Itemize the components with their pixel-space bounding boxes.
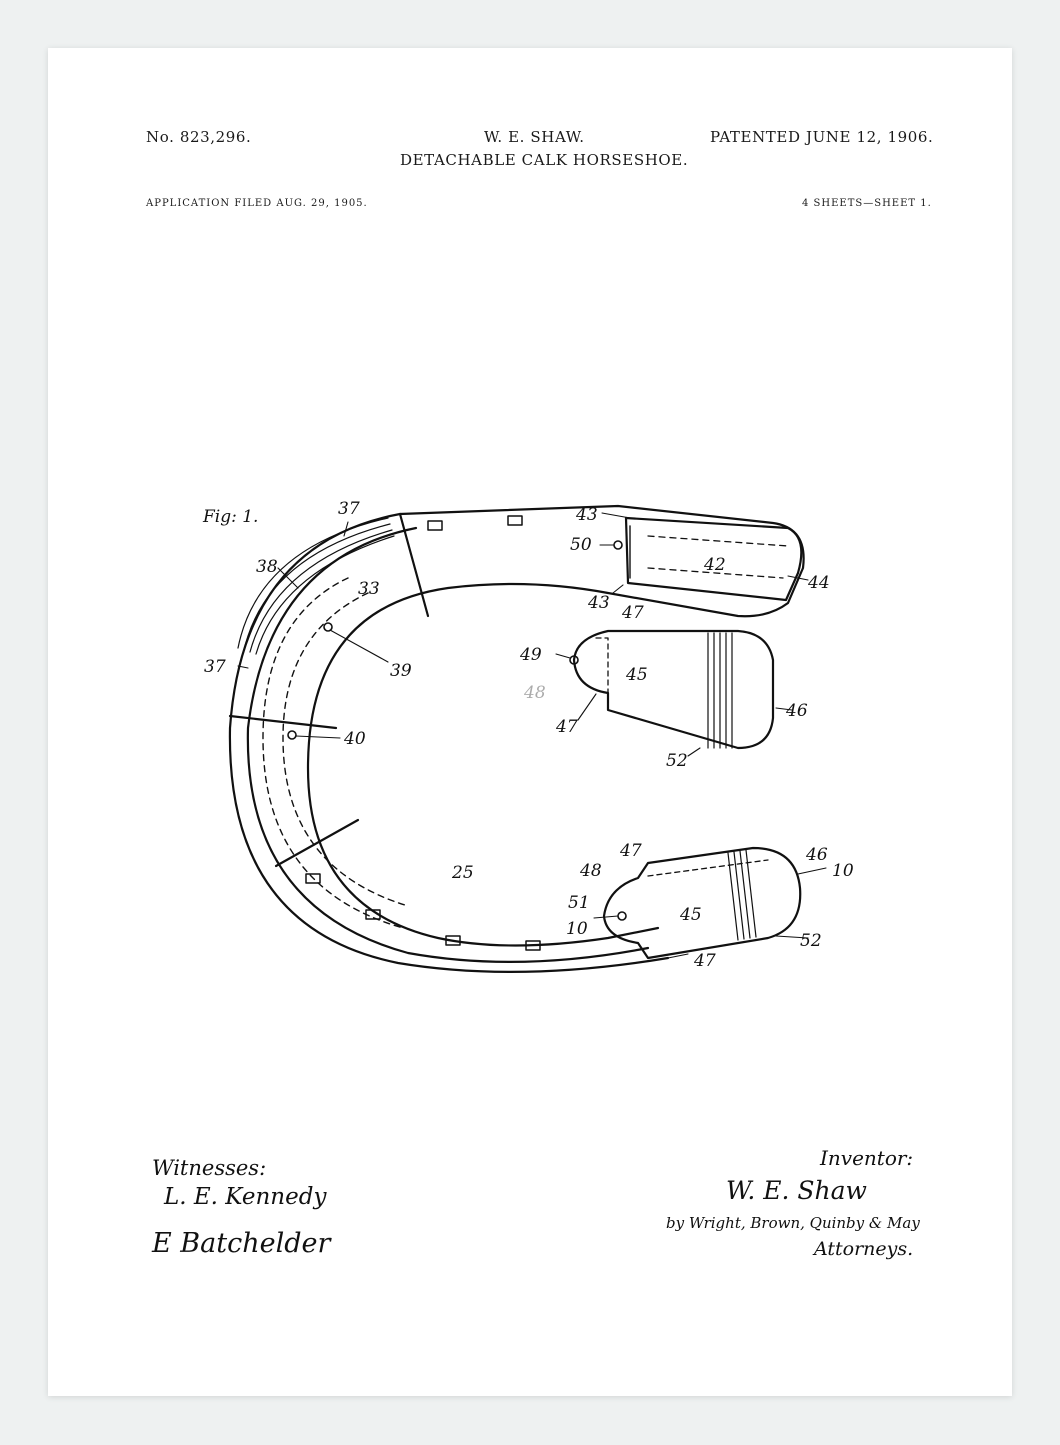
ref-37-side: 37	[204, 657, 226, 677]
ref-45-a: 45	[625, 665, 648, 685]
ref-47-a: 47	[621, 603, 644, 623]
ref-43-bottom: 43	[587, 593, 610, 613]
inventor-signature: W. E. Shaw	[726, 1176, 867, 1205]
ref-43-top: 43	[575, 505, 598, 525]
witnesses-label: Witnesses:	[152, 1156, 267, 1180]
groove-dashed	[262, 577, 404, 929]
ref-51: 51	[568, 893, 590, 913]
shoe-outer-edge	[306, 504, 805, 947]
shoe-rim	[228, 512, 670, 973]
ref-10-right: 10	[832, 861, 854, 881]
plate-37-hatch	[237, 517, 389, 649]
ref-52-b: 52	[800, 931, 822, 951]
witness-signature-1: L. E. Kennedy	[164, 1184, 327, 1210]
figure-label: Fig: 1.	[202, 507, 258, 527]
inventor-label: Inventor:	[820, 1146, 914, 1170]
ref-37-top: 37	[338, 499, 360, 519]
ref-42: 42	[703, 555, 726, 575]
reference-numerals: Fig: 1. 37 38 33 39 37 40 43 50 42 44 43…	[202, 499, 854, 971]
patent-sheet: No. 823,296. W. E. SHAW. PATENTED JUNE 1…	[48, 48, 1012, 1396]
section-line-1	[398, 512, 430, 618]
calk-45-lower	[602, 846, 802, 960]
ref-49: 49	[519, 645, 542, 665]
inventor-name: W. E. SHAW.	[484, 128, 585, 146]
ref-45-b: 45	[679, 905, 702, 925]
ref-46-b: 46	[805, 845, 828, 865]
ref-40: 40	[343, 729, 366, 749]
application-filed: APPLICATION FILED AUG. 29, 1905.	[146, 198, 368, 209]
ref-25: 25	[451, 863, 474, 883]
calk-42	[624, 516, 803, 602]
ref-48: 48	[579, 861, 602, 881]
attorneys-label: Attorneys.	[814, 1238, 914, 1260]
ref-48-faint: 48	[523, 683, 546, 703]
ref-47-b: 47	[555, 717, 578, 737]
calk-45-detached	[572, 629, 775, 750]
attorneys-signature: by Wright, Brown, Quinby & May	[666, 1214, 920, 1232]
ref-38: 38	[256, 557, 278, 577]
witness-signature-2: E Batchelder	[152, 1228, 331, 1259]
section-line-3	[274, 818, 360, 868]
ref-47-d: 47	[693, 951, 716, 971]
horseshoe-drawing: Fig: 1. 37 38 33 39 37 40 43 50 42 44 43…	[202, 499, 854, 973]
ref-39: 39	[390, 661, 412, 681]
ref-52-a: 52	[666, 751, 688, 771]
ref-46-a: 46	[785, 701, 808, 721]
groove-dashed-2	[282, 592, 409, 907]
sheet-count: 4 SHEETS—SHEET 1.	[802, 198, 932, 209]
shoe-body	[246, 526, 650, 963]
patent-number: No. 823,296.	[146, 128, 252, 146]
ref-44: 44	[807, 573, 830, 593]
ref-50: 50	[570, 535, 592, 555]
ref-10-left: 10	[566, 919, 588, 939]
patent-title: DETACHABLE CALK HORSESHOE.	[400, 151, 689, 169]
ref-33: 33	[358, 579, 380, 599]
patent-date: PATENTED JUNE 12, 1906.	[710, 128, 934, 146]
section-line-2	[228, 714, 338, 730]
ref-47-c: 47	[619, 841, 642, 861]
